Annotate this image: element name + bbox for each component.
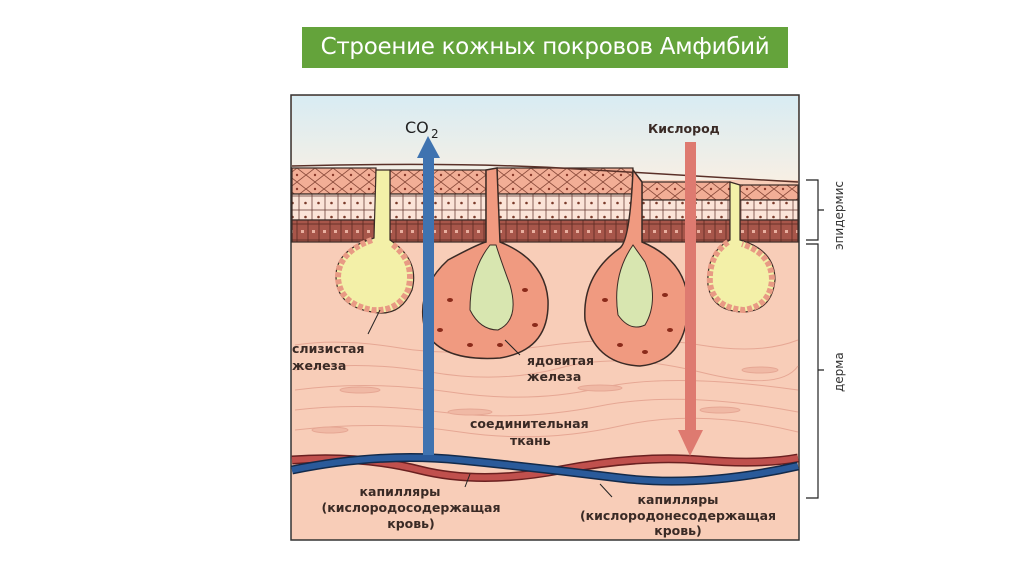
dermis-label: дерма — [832, 352, 846, 392]
oxygen-arrow — [678, 142, 703, 456]
slide-title: Строение кожных покровов Амфибий — [302, 27, 788, 68]
capillary-oxy-label-2: (кислородосодержащая — [322, 500, 501, 515]
oxygen-label: Кислород — [648, 121, 720, 136]
mucous-gland-label-2: железа — [292, 358, 346, 373]
co2-label: CO — [405, 118, 429, 137]
poison-gland-label-2: железа — [527, 369, 581, 384]
co2-subscript: 2 — [431, 127, 439, 141]
poison-gland-label-1: ядовитая — [527, 353, 594, 368]
capillary-oxy-label-3: кровь) — [387, 516, 435, 531]
capillary-deoxy-label-3: кровь) — [654, 523, 702, 538]
label-pointers — [367, 309, 613, 498]
air-region — [292, 96, 798, 180]
connective-tissue-label-2: ткань — [510, 433, 551, 448]
epidermis-bracket — [806, 179, 824, 241]
co2-arrow — [417, 136, 440, 455]
mucous-gland-left — [334, 169, 415, 314]
capillary-deoxy-label-1: капилляры — [638, 492, 719, 507]
mucous-gland-label-1: слизистая — [292, 341, 364, 356]
capillary-oxy-label-1: капилляры — [360, 484, 441, 499]
connective-tissue-label-1: соединительная — [470, 416, 589, 431]
epidermis-label: эпидермис — [832, 181, 846, 250]
mucous-gland-right — [706, 181, 776, 314]
capillary-deoxy-label-2: (кислородонесодержащая — [580, 508, 776, 523]
poison-gland-left — [421, 167, 549, 360]
skin-surface-cuticle — [291, 163, 799, 183]
dermis-bracket — [806, 243, 824, 499]
poison-gland-right — [584, 167, 689, 367]
